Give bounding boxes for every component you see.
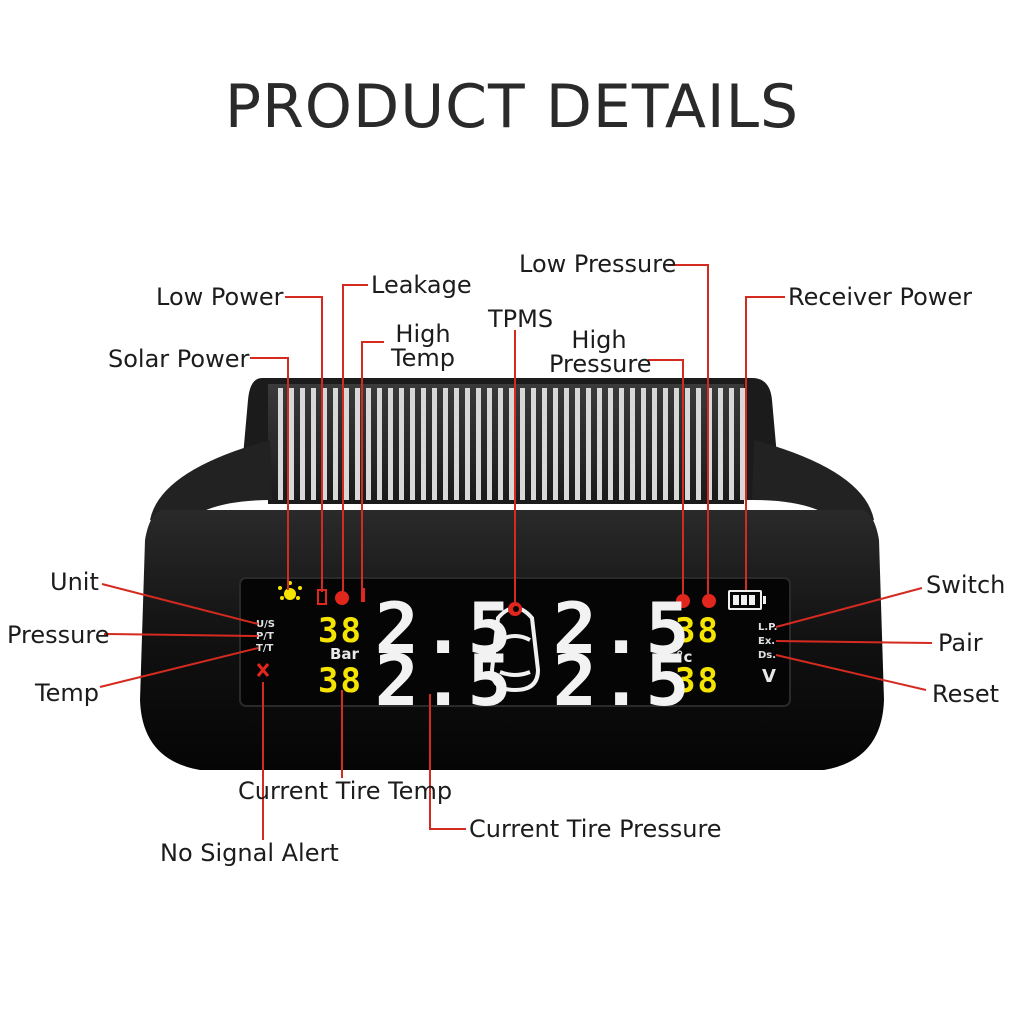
solar-stripe <box>674 388 679 500</box>
solar-stripe <box>597 388 602 500</box>
solar-stripe <box>487 388 492 500</box>
solar-stripe <box>531 388 536 500</box>
label-switch: Switch <box>926 571 1006 599</box>
label-temp: Temp <box>35 679 99 707</box>
battery-icon <box>728 590 766 610</box>
label-solar-power: Solar Power <box>108 345 250 373</box>
solar-stripe <box>586 388 591 500</box>
page-title: PRODUCT DETAILS <box>224 72 800 142</box>
temp-left-top: 38 <box>318 611 363 651</box>
solar-stripe <box>575 388 580 500</box>
solar-stripe <box>300 388 305 500</box>
pressure-rear-left: 2.5 <box>374 640 514 722</box>
solar-stripe <box>344 388 349 500</box>
low-pressure-icon <box>702 594 716 608</box>
solar-stripe <box>476 388 481 500</box>
label-current-tire-pressure: Current Tire Pressure <box>469 815 722 843</box>
solar-stripe <box>454 388 459 500</box>
solar-stripe <box>322 388 327 500</box>
solar-stripe <box>498 388 503 500</box>
solar-stripe <box>366 388 371 500</box>
solar-stripe <box>465 388 470 500</box>
v-label: V <box>762 666 776 687</box>
temp-right-bottom: 38 <box>675 661 720 701</box>
solar-stripe <box>707 388 712 500</box>
solar-stripe <box>652 388 657 500</box>
solar-stripe <box>542 388 547 500</box>
solar-stripe <box>729 388 734 500</box>
solar-stripe <box>355 388 360 500</box>
solar-stripe <box>388 388 393 500</box>
key-lp: L.P. <box>758 622 778 633</box>
solar-stripe <box>696 388 701 500</box>
solar-stripe <box>410 388 415 500</box>
unit-bar: Bar <box>330 645 359 663</box>
solar-stripe <box>443 388 448 500</box>
label-leakage: Leakage <box>371 271 472 299</box>
label-high-temp-line2: Temp <box>391 344 455 372</box>
high-pressure-icon <box>676 594 690 608</box>
label-unit: Unit <box>50 568 99 596</box>
leakage-icon <box>335 591 349 605</box>
key-ex: Ex. <box>758 636 776 647</box>
label-high-pressure-line1: High <box>571 326 627 354</box>
label-high-pressure: High Pressure <box>549 326 652 378</box>
pressure-rear-right: 2.5 <box>552 640 692 722</box>
label-reset: Reset <box>932 680 1000 708</box>
label-pressure: Pressure <box>7 621 110 649</box>
solar-stripe <box>685 388 690 500</box>
label-receiver-power: Receiver Power <box>788 283 973 311</box>
key-us: U/S <box>256 619 275 630</box>
label-high-temp-line1: High <box>395 320 451 348</box>
solar-stripe <box>333 388 338 500</box>
no-signal-icon <box>256 663 270 677</box>
solar-stripe <box>509 388 514 500</box>
solar-stripe <box>278 388 283 500</box>
high-temp-icon <box>361 588 365 602</box>
solar-stripe <box>377 388 382 500</box>
solar-stripe <box>740 388 745 500</box>
key-pt: P/T <box>256 631 274 642</box>
key-ds: Ds. <box>758 650 777 661</box>
label-low-power: Low Power <box>156 283 284 311</box>
solar-stripe <box>564 388 569 500</box>
solar-stripe <box>641 388 646 500</box>
temp-left-bottom: 38 <box>318 661 363 701</box>
label-pair: Pair <box>938 629 983 657</box>
solar-stripe <box>630 388 635 500</box>
solar-stripe <box>619 388 624 500</box>
label-current-tire-temp: Current Tire Temp <box>238 777 453 805</box>
label-high-pressure-line2: Pressure <box>549 350 652 378</box>
label-low-pressure: Low Pressure <box>519 250 677 278</box>
solar-stripe <box>432 388 437 500</box>
solar-stripe <box>663 388 668 500</box>
solar-stripe <box>718 388 723 500</box>
solar-panel-icon <box>268 384 744 504</box>
solar-stripe <box>421 388 426 500</box>
pressure-front-left: 2.5 <box>374 588 514 670</box>
solar-stripe <box>289 388 294 500</box>
solar-stripe <box>311 388 316 500</box>
solar-stripes <box>278 388 745 500</box>
pressure-front-right: 2.5 <box>552 588 692 670</box>
solar-stripe <box>399 388 404 500</box>
key-tt: T/T <box>256 643 274 654</box>
temp-right-top: 38 <box>675 611 720 651</box>
solar-stripe <box>608 388 613 500</box>
label-tpms: TPMS <box>488 305 554 333</box>
label-no-signal-alert: No Signal Alert <box>160 839 339 867</box>
unit-celsius: °c <box>676 648 693 666</box>
label-high-temp: High Temp <box>388 322 458 370</box>
solar-stripe <box>520 388 525 500</box>
solar-stripe <box>553 388 558 500</box>
